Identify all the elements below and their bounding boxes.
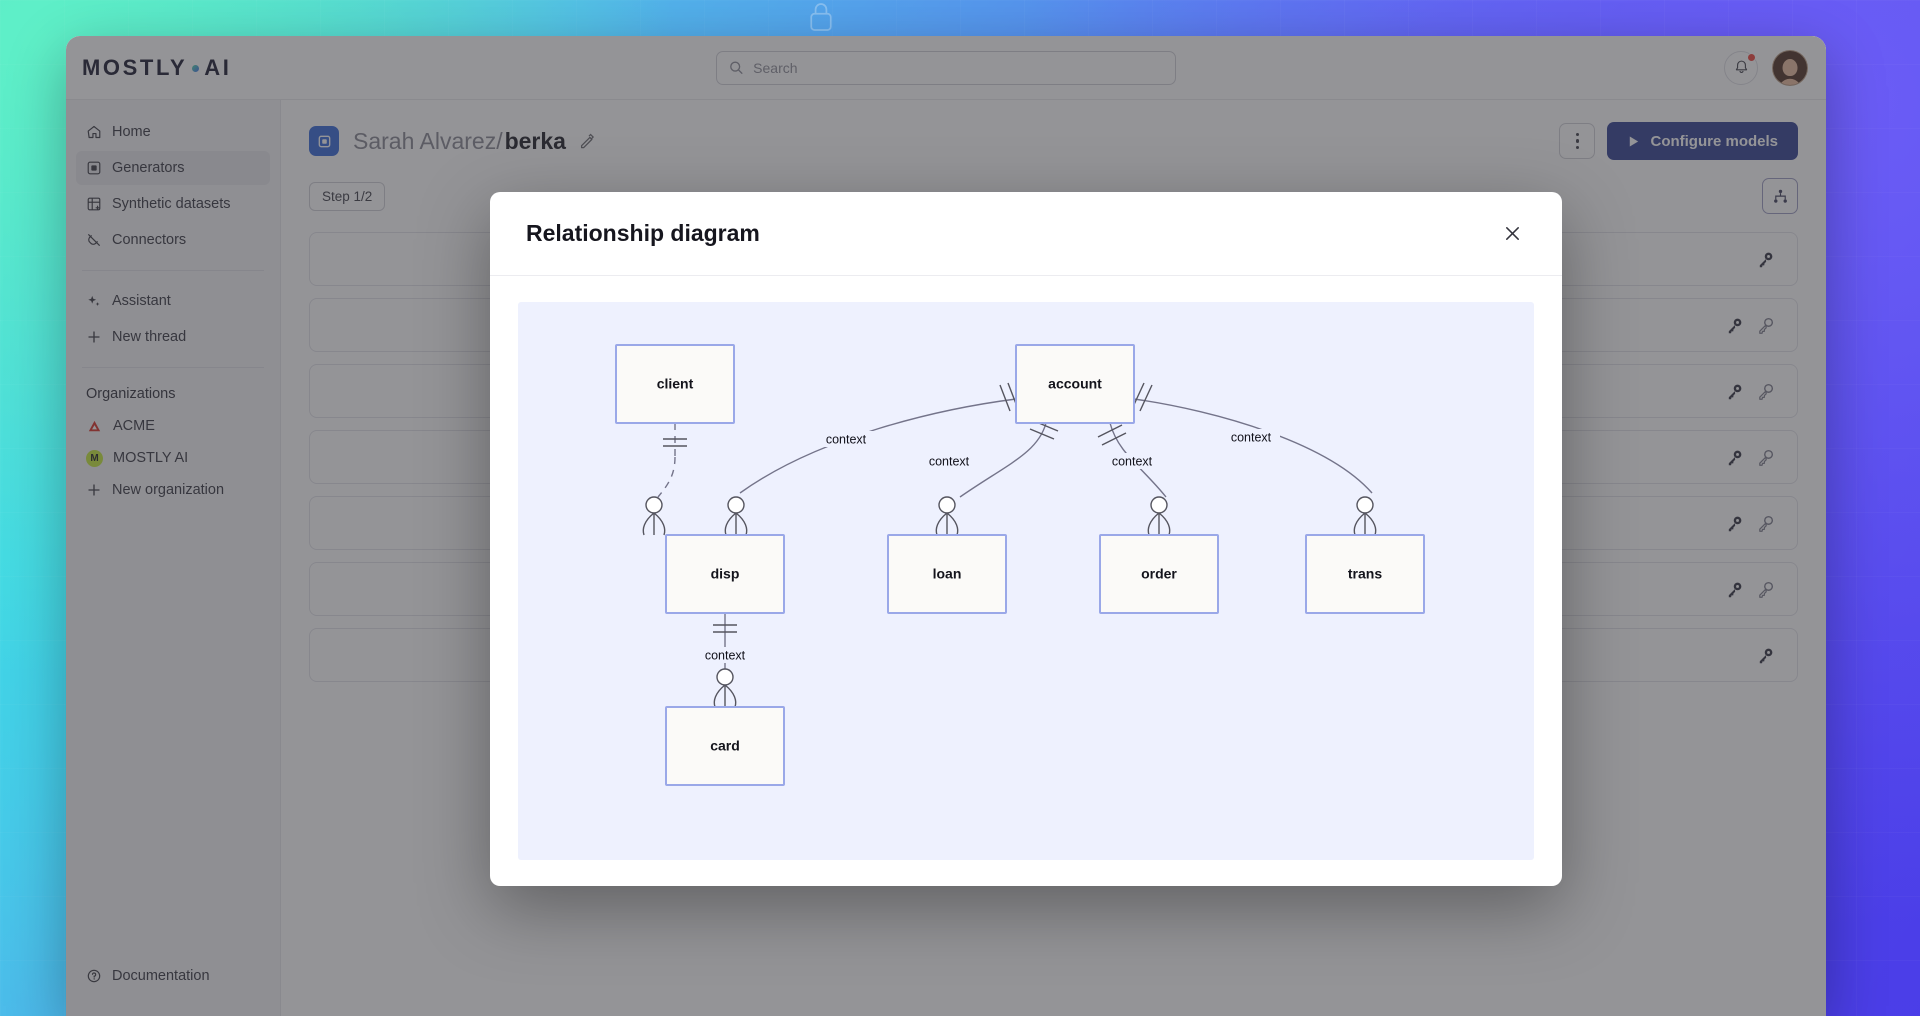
- edge-label-disp-card: context: [696, 647, 754, 663]
- svg-text:context: context: [705, 648, 746, 662]
- edge-label-account-order: context: [1103, 453, 1161, 469]
- edge-account-loan: [959, 422, 1047, 498]
- erd-node-client[interactable]: client: [615, 344, 735, 424]
- svg-text:context: context: [1112, 454, 1153, 468]
- edge-label-account-disp: context: [817, 431, 875, 447]
- edge-label-account-trans: context: [1222, 429, 1280, 445]
- erd-node-loan[interactable]: loan: [887, 534, 1007, 614]
- edge-account-disp: [739, 398, 1017, 494]
- erd-canvas[interactable]: context context context context: [518, 302, 1534, 860]
- erd-node-account[interactable]: account: [1015, 344, 1135, 424]
- close-icon: [1505, 227, 1519, 240]
- cardinality-one-tick: [1139, 384, 1153, 412]
- cardinality-one-tick: [999, 384, 1011, 412]
- crowsfoot-trans: [1353, 496, 1377, 536]
- cardinality-one-tick: [1029, 428, 1055, 440]
- modal-body: context context context context: [490, 276, 1562, 886]
- close-button[interactable]: [1498, 220, 1526, 248]
- crowsfoot-loan: [935, 496, 959, 536]
- erd-node-disp[interactable]: disp: [665, 534, 785, 614]
- erd-node-trans[interactable]: trans: [1305, 534, 1425, 614]
- erd-node-order[interactable]: order: [1099, 534, 1219, 614]
- erd-svg: context context context context: [615, 344, 1425, 786]
- edge-label-account-loan: context: [920, 453, 978, 469]
- modal-header: Relationship diagram: [490, 192, 1562, 276]
- erd-node-card[interactable]: card: [665, 706, 785, 786]
- svg-text:loan: loan: [933, 566, 962, 582]
- svg-text:disp: disp: [711, 566, 740, 582]
- lock-icon: [810, 3, 832, 31]
- crowsfoot-card: [713, 668, 737, 708]
- svg-text:context: context: [929, 454, 970, 468]
- edge-account-trans: [1133, 398, 1373, 494]
- svg-text:trans: trans: [1348, 566, 1382, 582]
- cardinality-one-tick: [1097, 424, 1123, 438]
- svg-text:client: client: [657, 376, 694, 392]
- relationship-diagram-modal: Relationship diagram: [490, 192, 1562, 886]
- svg-text:account: account: [1048, 376, 1102, 392]
- crowsfoot-disp-from-account: [724, 496, 748, 536]
- cardinality-one-tick: [1101, 432, 1127, 446]
- svg-text:context: context: [1231, 430, 1272, 444]
- crowsfoot-order: [1147, 496, 1171, 536]
- modal-title: Relationship diagram: [526, 220, 760, 246]
- svg-text:context: context: [826, 432, 867, 446]
- svg-text:order: order: [1141, 566, 1177, 582]
- crowsfoot-disp-from-client: [642, 496, 666, 536]
- edge-client-disp: [657, 423, 676, 498]
- app-window: MOSTLY AI: [66, 36, 1826, 1016]
- svg-text:card: card: [710, 738, 740, 754]
